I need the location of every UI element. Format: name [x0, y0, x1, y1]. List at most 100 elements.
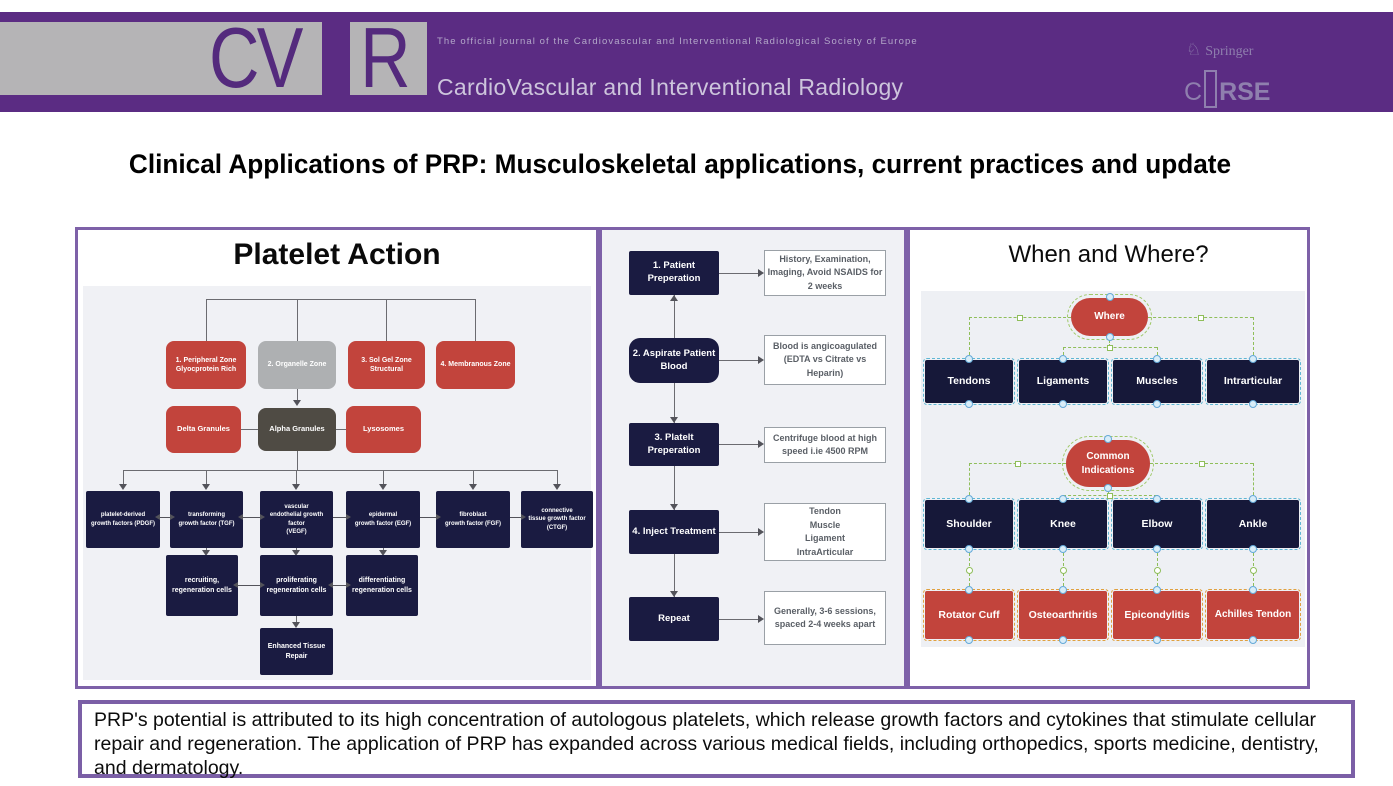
connector — [206, 470, 207, 486]
arrowhead — [119, 484, 127, 490]
arrowhead — [469, 484, 477, 490]
panel-platelet-action: Platelet Action 1. Peripheral Zone Glyoc… — [75, 227, 599, 689]
arrowhead — [670, 295, 678, 301]
arrowhead — [758, 269, 764, 277]
arrowhead — [379, 550, 387, 556]
step-box: 3. Platelt Preperation — [629, 423, 719, 466]
double-arrow — [155, 513, 175, 520]
granule-box: Alpha Granules — [258, 408, 336, 451]
cell-box: differentiating regeneration cells — [346, 555, 418, 616]
summary-text: PRP's potential is attributed to its hig… — [94, 709, 1319, 779]
green-connector — [969, 317, 1071, 318]
green-connector — [1063, 347, 1064, 360]
where-item-box: Muscles — [1111, 358, 1203, 405]
green-connector — [969, 463, 970, 500]
connector — [719, 532, 758, 533]
green-connector — [1060, 548, 1067, 591]
green-connector — [1109, 336, 1110, 347]
green-connector — [1063, 347, 1157, 348]
granule-box: Delta Granules — [166, 406, 241, 453]
right-arrow — [420, 513, 441, 520]
green-connector — [1150, 463, 1253, 464]
growth-factor-box: transforming growth factor (TGF) — [170, 491, 243, 548]
connector — [296, 470, 297, 486]
connector — [297, 451, 298, 470]
condition-box: Achilles Tendon — [1205, 589, 1301, 641]
step-box: Repeat — [629, 597, 719, 641]
green-connector — [1253, 317, 1254, 360]
connector — [674, 554, 675, 597]
step-box: 4. Inject Treatment — [629, 510, 719, 554]
connector — [296, 616, 297, 624]
arrowhead — [293, 400, 301, 406]
where-item-box: Tendons — [923, 358, 1015, 405]
connector — [336, 429, 346, 430]
double-arrow — [233, 581, 265, 588]
green-connector — [966, 548, 973, 591]
granule-box: Lysosomes — [346, 406, 421, 453]
platelet-action-title: Platelet Action — [233, 238, 441, 271]
connector — [206, 299, 476, 300]
right-arrow — [510, 513, 526, 520]
logo-band-r: R — [350, 16, 427, 101]
right-arrow — [333, 513, 351, 520]
cell-box: recruiting, regeneration cells — [166, 555, 238, 616]
logo-band: CV — [0, 16, 322, 101]
arrowhead — [758, 528, 764, 536]
where-node: Where — [1067, 294, 1152, 340]
indication-box: Shoulder — [923, 498, 1015, 550]
journal-tagline: The official journal of the Cardiovascul… — [437, 36, 918, 47]
outcome-box: Enhanced Tissue Repair — [260, 628, 333, 675]
step-desc-box: Generally, 3-6 sessions, spaced 2-4 week… — [764, 591, 886, 645]
cirse-logo: C RSE — [1184, 62, 1271, 108]
springer-horse-icon: ♘ — [1186, 40, 1202, 59]
condition-box: Rotator Cuff — [923, 589, 1015, 641]
connector — [475, 299, 476, 341]
green-connector — [969, 463, 1066, 464]
connector — [674, 383, 675, 423]
cvir-logo-cv: CV — [208, 10, 303, 107]
zone-box: 4. Membranous Zone — [436, 341, 515, 389]
where-item-box: Ligaments — [1017, 358, 1109, 405]
connector — [719, 619, 758, 620]
green-connector — [1157, 347, 1158, 360]
springer-logo: ♘Springer — [1186, 40, 1253, 60]
cvir-logo-r: R — [360, 10, 410, 107]
arrowhead — [758, 615, 764, 623]
zone-box: 2. Organelle Zone — [258, 341, 336, 389]
zone-box: 1. Peripheral Zone Glyocprotein Rich — [166, 341, 246, 389]
step-desc-box: Centrifuge blood at high speed i.ie 4500… — [764, 427, 886, 463]
indication-box: Elbow — [1111, 498, 1203, 550]
growth-factor-box: connective tissue growth factor (CTGF) — [521, 491, 593, 548]
condition-box: Osteoarthritis — [1017, 589, 1109, 641]
connector — [241, 429, 258, 430]
panel-when-where: When and Where? Where Tendons Ligaments … — [907, 227, 1310, 689]
double-arrow — [328, 581, 351, 588]
connector — [557, 470, 558, 486]
panel-procedure: 1. Patient Preperation 2. Aspirate Patie… — [599, 227, 907, 689]
when-where-title: When and Where? — [1008, 241, 1209, 268]
cirse-rse: RSE — [1219, 78, 1271, 106]
indication-box: Ankle — [1205, 498, 1301, 550]
connector — [473, 470, 474, 486]
green-connector — [1250, 548, 1257, 591]
step-desc-box: History, Examination, Imaging, Avoid NSA… — [764, 250, 886, 296]
green-connector — [969, 317, 970, 360]
connector — [383, 470, 384, 486]
step-desc-box: Blood is angicoagulated (EDTA vs Citrate… — [764, 335, 886, 385]
springer-label: Springer — [1205, 44, 1254, 59]
arrowhead — [379, 484, 387, 490]
cirse-c: C — [1184, 78, 1203, 106]
journal-header: CV R The official journal of the Cardiov… — [0, 12, 1393, 112]
growth-factor-box: platelet-derived growth factors (PDGF) — [86, 491, 160, 548]
arrowhead — [758, 356, 764, 364]
connector — [719, 273, 758, 274]
arrowhead — [292, 484, 300, 490]
cirse-bar-icon — [1204, 70, 1218, 108]
step-box: 1. Patient Preperation — [629, 251, 719, 295]
journal-name: CardioVascular and Interventional Radiol… — [437, 74, 904, 100]
common-indications-node: Common Indications — [1062, 436, 1154, 491]
green-connector — [1063, 495, 1157, 496]
growth-factor-box: fibroblast growth factor (FGF) — [436, 491, 510, 548]
green-connector — [1154, 548, 1161, 591]
